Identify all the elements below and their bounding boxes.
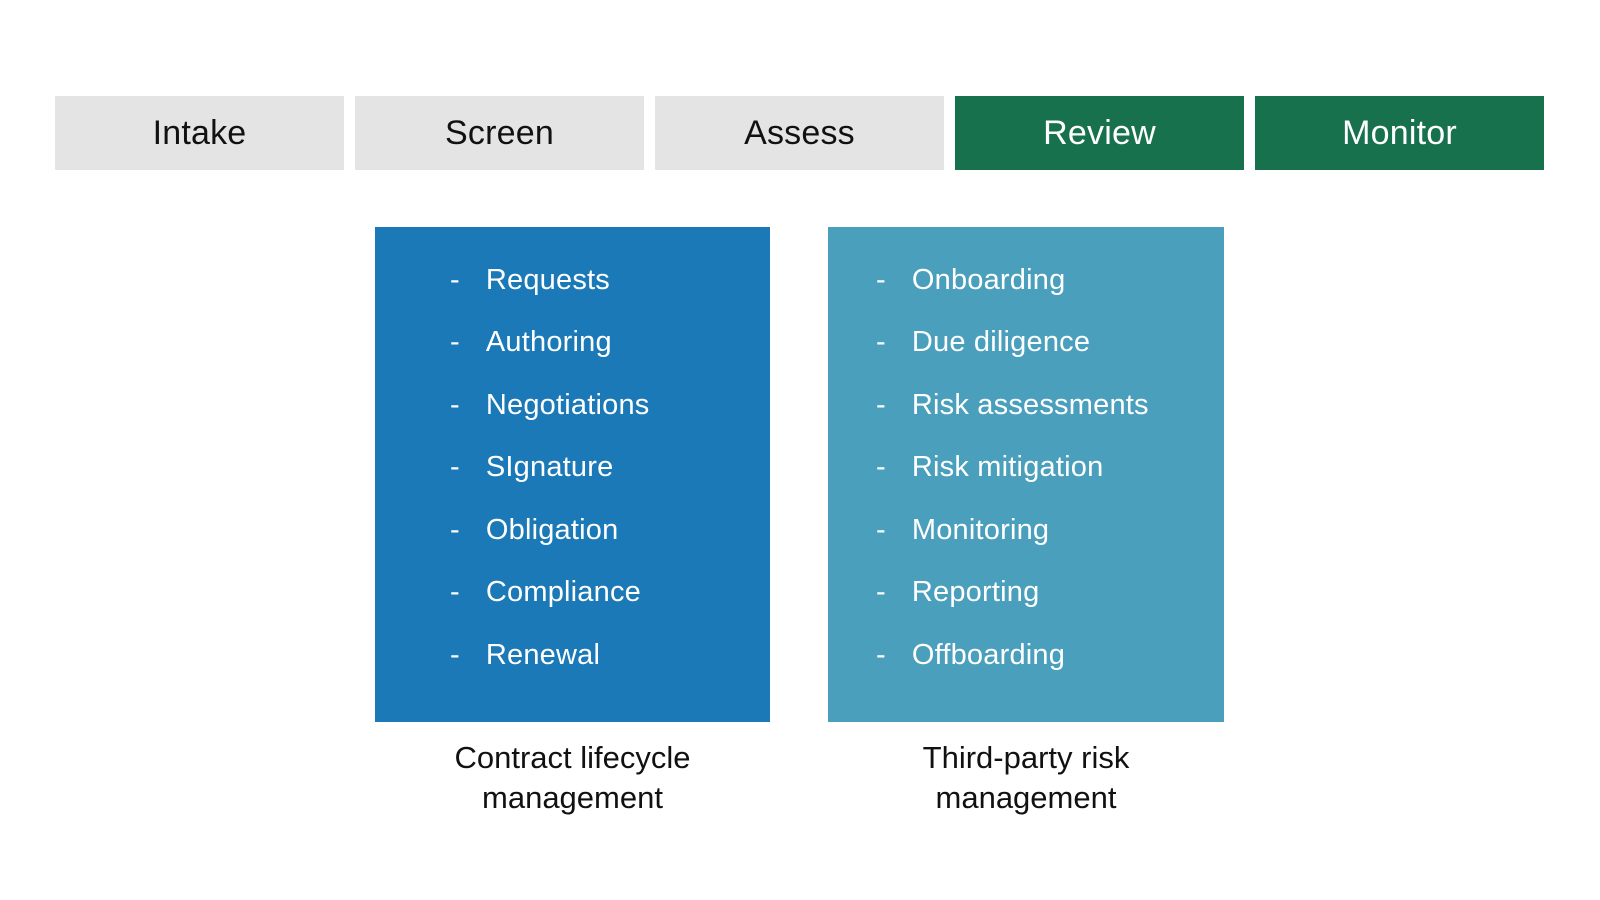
- list-item: -Requests: [450, 249, 770, 312]
- bullet-dash: -: [876, 513, 886, 546]
- list-item: -Compliance: [450, 562, 770, 625]
- stage-button-review[interactable]: Review: [955, 96, 1244, 170]
- clm-panel: -Requests-Authoring-Negotiations-SIgnatu…: [375, 227, 770, 722]
- list-item: -SIgnature: [450, 437, 770, 500]
- list-item-label: Offboarding: [911, 638, 1066, 671]
- list-item-label: Onboarding: [911, 263, 1066, 296]
- stage-button-assess[interactable]: Assess: [655, 96, 944, 170]
- bullet-dash: -: [450, 576, 460, 609]
- list-item-label: Requests: [485, 263, 610, 296]
- list-item-label: Monitoring: [911, 513, 1050, 546]
- bullet-dash: -: [450, 263, 460, 296]
- list-item-label: Obligation: [485, 513, 619, 546]
- list-item-label: Compliance: [485, 576, 641, 609]
- list-item-label: Risk assessments: [911, 388, 1149, 421]
- list-item: -Risk mitigation: [876, 437, 1224, 500]
- list-item-label: Renewal: [485, 638, 601, 671]
- bullet-dash: -: [450, 451, 460, 484]
- bullet-dash: -: [876, 451, 886, 484]
- tprm-panel: -Onboarding-Due diligence-Risk assessmen…: [828, 227, 1224, 722]
- bullet-dash: -: [450, 388, 460, 421]
- clm-item-list: -Requests-Authoring-Negotiations-SIgnatu…: [375, 227, 770, 687]
- list-item-label: Negotiations: [485, 388, 650, 421]
- list-item: -Reporting: [876, 562, 1224, 625]
- tprm-caption: Third-party risk management: [828, 738, 1224, 818]
- list-item-label: Authoring: [485, 326, 612, 359]
- list-item: -Authoring: [450, 312, 770, 375]
- list-item: -Offboarding: [876, 624, 1224, 687]
- list-item-label: Risk mitigation: [911, 451, 1104, 484]
- bullet-dash: -: [876, 576, 886, 609]
- bullet-dash: -: [876, 388, 886, 421]
- list-item-label: Reporting: [911, 576, 1040, 609]
- bullet-dash: -: [876, 326, 886, 359]
- list-item-label: SIgnature: [485, 451, 614, 484]
- tprm-item-list: -Onboarding-Due diligence-Risk assessmen…: [828, 227, 1224, 687]
- bullet-dash: -: [450, 638, 460, 671]
- list-item: -Due diligence: [876, 312, 1224, 375]
- stage-button-monitor[interactable]: Monitor: [1255, 96, 1544, 170]
- stage-button-intake[interactable]: Intake: [55, 96, 344, 170]
- tprm-caption-text: Third-party risk management: [922, 740, 1130, 815]
- stage-button-screen[interactable]: Screen: [355, 96, 644, 170]
- bullet-dash: -: [450, 326, 460, 359]
- bullet-dash: -: [876, 263, 886, 296]
- list-item: -Onboarding: [876, 249, 1224, 312]
- list-item: -Negotiations: [450, 374, 770, 437]
- clm-caption-text: Contract lifecycle management: [454, 740, 691, 815]
- bullet-dash: -: [450, 513, 460, 546]
- list-item: -Renewal: [450, 624, 770, 687]
- list-item-label: Due diligence: [911, 326, 1091, 359]
- list-item: -Monitoring: [876, 499, 1224, 562]
- list-item: -Obligation: [450, 499, 770, 562]
- bullet-dash: -: [876, 638, 886, 671]
- list-item: -Risk assessments: [876, 374, 1224, 437]
- clm-caption: Contract lifecycle management: [375, 738, 770, 818]
